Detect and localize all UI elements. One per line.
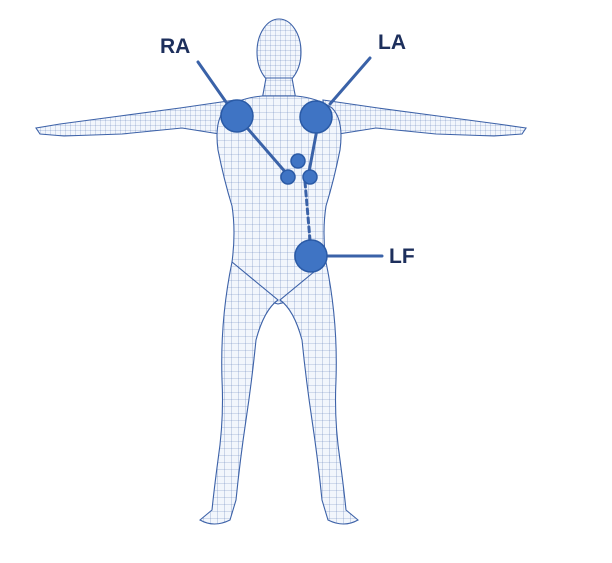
la-label: LA <box>378 31 406 54</box>
right-leg-shape <box>199 260 279 525</box>
chest-electrode-right <box>302 169 318 185</box>
chest-electrode-top <box>290 153 306 169</box>
lf-label: LF <box>389 245 415 268</box>
la-label-line <box>328 56 372 106</box>
ra-label: RA <box>160 35 190 58</box>
lf-to-chest-dashed-line <box>303 180 312 242</box>
right-arm-shape <box>35 99 236 137</box>
left-leg-shape <box>279 260 359 525</box>
chest-electrode-left <box>280 169 296 185</box>
electrodes <box>220 99 333 273</box>
head-shape <box>256 18 302 86</box>
human-body-mesh-figure <box>35 18 527 525</box>
ra-label-line <box>196 60 228 104</box>
lf-electrode <box>294 239 328 273</box>
ra-to-chest-line <box>240 120 289 176</box>
lead-lines <box>196 56 384 258</box>
la-electrode <box>299 100 333 134</box>
ra-electrode <box>220 99 254 133</box>
left-arm-shape <box>322 99 527 137</box>
